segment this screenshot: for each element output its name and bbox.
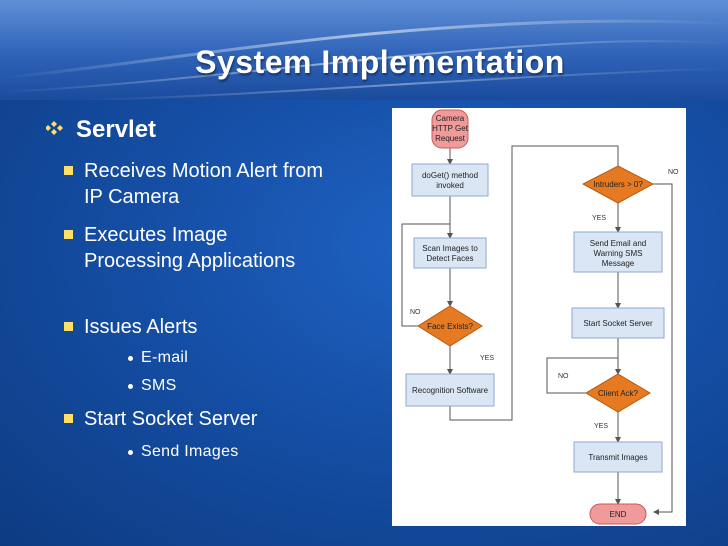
svg-text:Camera: Camera xyxy=(436,114,465,123)
flow-node-intruders: Intruders > 0? xyxy=(581,165,655,204)
label-intruders-no: NO xyxy=(668,169,679,176)
dot-bullet-icon xyxy=(128,450,133,455)
svg-text:Scan Images to: Scan Images to xyxy=(422,244,478,253)
svg-text:Warning SMS: Warning SMS xyxy=(593,249,642,258)
dot-bullet-icon xyxy=(128,384,133,389)
flow-node-transmit: Transmit Images xyxy=(573,441,663,473)
label-intruders-yes: YES xyxy=(592,215,606,222)
svg-text:END: END xyxy=(610,510,627,519)
label-ack-yes: YES xyxy=(594,423,608,430)
slide-title: System Implementation xyxy=(195,44,565,80)
flow-connectors xyxy=(401,145,673,515)
flow-node-scan-images: Scan Images to Detect Faces xyxy=(413,237,487,269)
square-bullet-icon xyxy=(64,322,73,331)
flow-node-end: END xyxy=(589,503,647,525)
flow-node-start-socket: Start Socket Server xyxy=(571,307,665,339)
flowchart: Camera HTTP Get Request doGet() method i… xyxy=(401,109,679,525)
banner-light-streaks xyxy=(0,19,728,100)
svg-text:Client Ack?: Client Ack? xyxy=(598,389,639,398)
flow-node-face-exists: Face Exists? xyxy=(417,305,483,347)
svg-text:Start Socket Server: Start Socket Server xyxy=(583,319,653,328)
square-bullet-icon xyxy=(64,230,73,239)
label-face-yes: YES xyxy=(480,355,494,362)
svg-text:Message: Message xyxy=(602,259,635,268)
label-face-no: NO xyxy=(410,309,421,316)
diamond-bullet-icon xyxy=(46,121,63,135)
flowchart-panel: Camera HTTP Get Request doGet() method i… xyxy=(392,108,686,526)
svg-text:Transmit Images: Transmit Images xyxy=(588,453,647,462)
square-bullet-icon xyxy=(64,414,73,423)
svg-text:HTTP Get: HTTP Get xyxy=(432,124,469,133)
svg-text:Intruders > 0?: Intruders > 0? xyxy=(593,180,643,189)
dot-bullet-icon xyxy=(128,356,133,361)
flow-node-recognition: Recognition Software xyxy=(405,373,495,407)
svg-text:invoked: invoked xyxy=(436,181,464,190)
label-ack-no: NO xyxy=(558,373,569,380)
flow-node-doget: doGet() method invoked xyxy=(411,163,489,197)
svg-text:Detect Faces: Detect Faces xyxy=(426,254,473,263)
flow-node-client-ack: Client Ack? xyxy=(585,373,651,413)
svg-text:Request: Request xyxy=(435,134,466,143)
flow-node-send-alert: Send Email and Warning SMS Message xyxy=(573,231,663,273)
svg-text:Face Exists?: Face Exists? xyxy=(427,322,473,331)
square-bullet-icon xyxy=(64,166,73,175)
svg-text:Send Email and: Send Email and xyxy=(590,239,646,248)
servlet-heading: Servlet xyxy=(76,116,157,143)
svg-text:Recognition Software: Recognition Software xyxy=(412,386,489,395)
svg-text:doGet() method: doGet() method xyxy=(422,171,478,180)
flow-node-camera-request: Camera HTTP Get Request xyxy=(431,109,469,149)
